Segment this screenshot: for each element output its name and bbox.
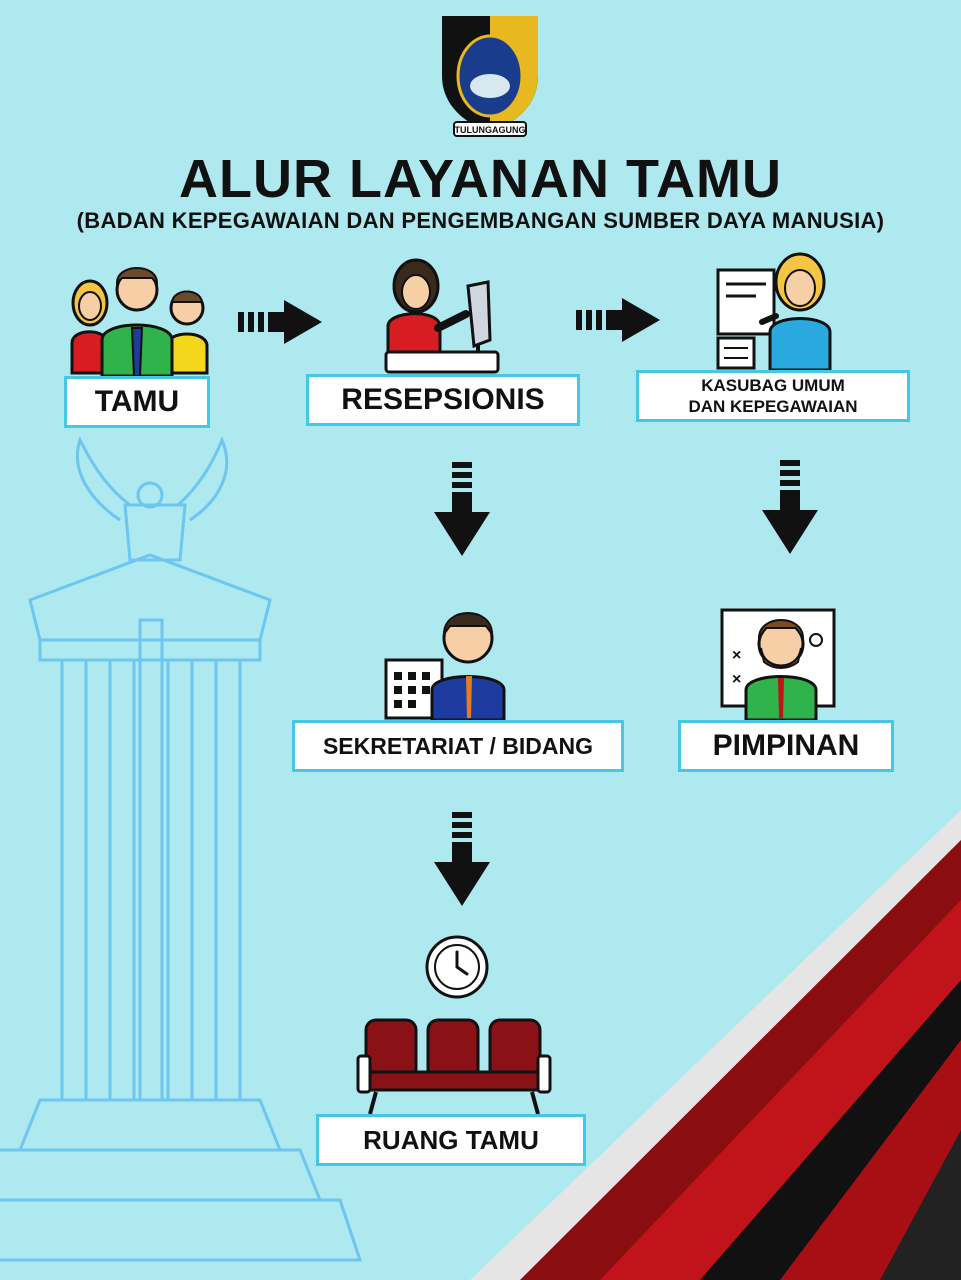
logo-caption: TULUNGAGUNG (455, 125, 526, 135)
monument-outline (0, 436, 363, 1262)
secretariat-icon (384, 612, 506, 722)
arrow-down-icon (434, 812, 490, 906)
svg-text:×: × (732, 671, 741, 688)
step-sekretariat: SEKRETARIAT / BIDANG (292, 720, 624, 772)
leader-icon: × × (720, 608, 836, 722)
arrow-down-icon (434, 462, 490, 556)
page-subtitle: (BADAN KEPEGAWAIAN DAN PENGEMBANGAN SUMB… (76, 208, 885, 233)
page-title: ALUR LAYANAN TAMU (178, 149, 782, 209)
svg-text:×: × (732, 647, 741, 664)
step-kasubag-label-line1: KASUBAG UMUM (701, 376, 845, 395)
step-tamu-label: TAMU (94, 385, 180, 418)
clock-icon (425, 935, 489, 999)
kasubag-icon (716, 252, 832, 372)
step-kasubag-label-line2: DAN KEPEGAWAIAN (688, 397, 858, 416)
arrow-right-icon (576, 298, 660, 342)
step-tamu: TAMU (64, 376, 210, 428)
receptionist-icon (384, 258, 500, 374)
step-pimpinan-label: PIMPINAN (712, 729, 860, 762)
step-resepsionis: RESEPSIONIS (306, 374, 580, 426)
guests-icon (70, 267, 209, 376)
arrow-right-icon (238, 300, 322, 344)
step-ruang-tamu: RUANG TAMU (316, 1114, 586, 1166)
arrow-down-icon (762, 460, 818, 554)
corner-stripes (470, 810, 961, 1280)
step-resepsionis-label: RESEPSIONIS (341, 383, 545, 416)
step-kasubag: KASUBAG UMUM DAN KEPEGAWAIAN (636, 370, 910, 422)
step-pimpinan: PIMPINAN (678, 720, 894, 772)
waiting-chairs-icon (356, 1018, 552, 1115)
step-sekretariat-label: SEKRETARIAT / BIDANG (322, 732, 594, 759)
tulungagung-logo: TULUNGAGUNG (434, 6, 546, 140)
step-ruang-tamu-label: RUANG TAMU (363, 1124, 539, 1155)
